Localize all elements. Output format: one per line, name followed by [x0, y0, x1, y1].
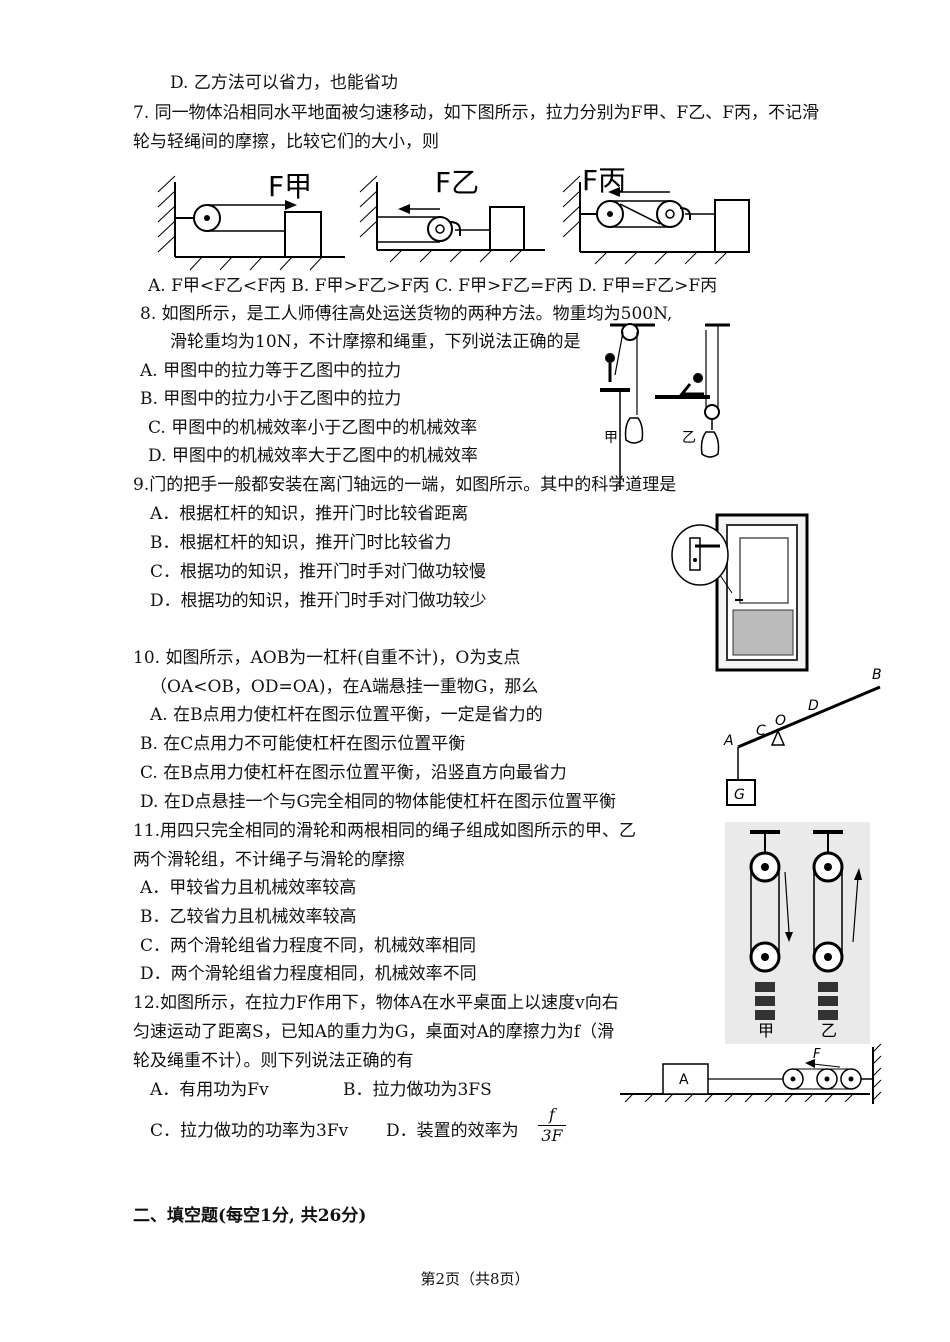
- q11-pulley-groups-figure: 甲 乙: [725, 822, 870, 1044]
- q7-figure-bing: F丙: [562, 164, 750, 265]
- q12-fraction-numerator: f: [549, 1105, 555, 1124]
- q11-label-yi: 乙: [821, 1021, 837, 1040]
- q7-label-f-bing: F丙: [582, 164, 626, 197]
- q10-option-d: D. 在D点悬挂一个与G完全相同的物体能使杠杆在图示位置平衡: [140, 792, 617, 812]
- q12-fraction-denominator: 3F: [538, 1125, 566, 1146]
- q9-stem: 9.门的把手一般都安装在离门轴远的一端，如图所示。其中的科学道理是: [133, 475, 677, 495]
- q11-option-b: B．乙较省力且机械效率较高: [140, 907, 357, 927]
- q12-label-a: A: [679, 1072, 689, 1088]
- q12-stem-line1: 12.如图所示，在拉力F作用下，物体A在水平桌面上以速度v向右: [133, 993, 619, 1013]
- q11-stem-line1: 11.用四只完全相同的滑轮和两根相同的绳子组成如图所示的甲、乙: [133, 821, 637, 841]
- q8-stem-line2: 滑轮重均为10N，不计摩擦和绳重，下列说法正确的是: [170, 332, 581, 352]
- q10-lever-figure: A C O D B G: [723, 667, 882, 806]
- q12-option-c: C．拉力做功的功率为3Fv: [150, 1121, 349, 1141]
- q8-option-d: D. 甲图中的机械效率大于乙图中的机械效率: [148, 446, 478, 466]
- q10-stem-line1: 10. 如图所示，AOB为一杠杆(自重不计)，O为支点: [133, 648, 521, 668]
- q12-option-a: A．有用功为Fv: [150, 1080, 269, 1100]
- q10-option-b: B. 在C点用力不可能使杠杆在图示位置平衡: [140, 734, 466, 754]
- q11-option-c: C．两个滑轮组省力程度不同，机械效率相同: [140, 936, 477, 956]
- q8-label-jia: 甲: [604, 430, 618, 446]
- q10-stem-line2: （OA<OB，OD=OA)，在A端悬挂一重物G，那么: [150, 677, 539, 697]
- q12-label-f: F: [813, 1047, 821, 1062]
- q8-stem-line1: 8. 如图所示，是工人师傅往高处运送货物的两种方法。物重均为500N,: [140, 304, 673, 324]
- q10-label-d: D: [808, 698, 819, 714]
- q10-label-b: B: [872, 667, 882, 683]
- q11-stem-line2: 两个滑轮组，不计绳子与滑轮的摩擦: [133, 850, 405, 870]
- q12-stem-line2: 匀速运动了距离S，已知A的重力为G，桌面对A的摩擦力为f（滑: [133, 1022, 615, 1042]
- q10-label-a: A: [723, 733, 734, 749]
- q7-figure-yi: F乙: [359, 166, 545, 263]
- q8-option-c: C. 甲图中的机械效率小于乙图中的机械效率: [148, 418, 478, 438]
- q12-stem-line3: 轮及绳重不计）。则下列说法正确的有: [133, 1051, 414, 1071]
- q10-label-o: O: [775, 713, 786, 729]
- q7-stem-line2: 轮与轻绳间的摩擦，比较它们的大小，则: [133, 132, 439, 152]
- q11-option-a: A．甲较省力且机械效率较高: [140, 878, 357, 898]
- q7-pulley-figures: F甲 F乙: [157, 164, 750, 271]
- q12-option-d: D．装置的效率为: [386, 1121, 519, 1141]
- q6-option-d: D. 乙方法可以省力，也能省功: [170, 73, 398, 93]
- q12-pulley-figure: A F: [620, 1043, 882, 1104]
- q12-option-b: B．拉力做功为3FS: [343, 1080, 492, 1100]
- page-number: 第2页（共8页）: [420, 1270, 530, 1288]
- q7-figure-jia: F甲: [157, 170, 345, 271]
- q7-options: A. F甲<F乙<F丙 B. F甲>F乙>F丙 C. F甲>F乙=F丙 D. F…: [148, 276, 718, 296]
- q10-option-a: A. 在B点用力使杠杆在图示位置平衡，一定是省力的: [150, 705, 543, 725]
- q7-label-f-yi: F乙: [435, 166, 479, 199]
- q8-worker-pulley-figure: 甲 乙: [600, 323, 730, 490]
- q7-label-f-jia: F甲: [268, 170, 312, 203]
- q7-stem-line1: 7. 同一物体沿相同水平地面被匀速移动，如下图所示，拉力分别为F甲、F乙、F丙，…: [133, 103, 820, 123]
- q11-label-jia: 甲: [758, 1021, 774, 1040]
- q9-door-figure: [671, 513, 809, 672]
- q9-option-b: B．根据杠杆的知识，推开门时比较省力: [150, 533, 452, 553]
- q10-label-c: C: [756, 723, 766, 739]
- q10-label-g: G: [734, 787, 745, 803]
- q8-option-a: A. 甲图中的拉力等于乙图中的拉力: [140, 361, 402, 381]
- q11-option-d: D．两个滑轮组省力程度相同，机械效率不同: [140, 964, 477, 984]
- q12-fraction: f 3F: [538, 1105, 566, 1146]
- section-2-title: 二、填空题(每空1分, 共26分): [133, 1206, 367, 1226]
- q8-label-yi: 乙: [682, 430, 696, 446]
- q9-option-a: A．根据杠杆的知识，推开门时比较省距离: [150, 504, 469, 524]
- q10-option-c: C. 在B点用力使杠杆在图示位置平衡，沿竖直方向最省力: [140, 763, 567, 783]
- q9-option-d: D．根据功的知识，推开门时手对门做功较少: [150, 591, 487, 611]
- q8-option-b: B. 甲图中的拉力小于乙图中的拉力: [140, 389, 402, 409]
- q9-option-c: C．根据功的知识，推开门时手对门做功较慢: [150, 562, 487, 582]
